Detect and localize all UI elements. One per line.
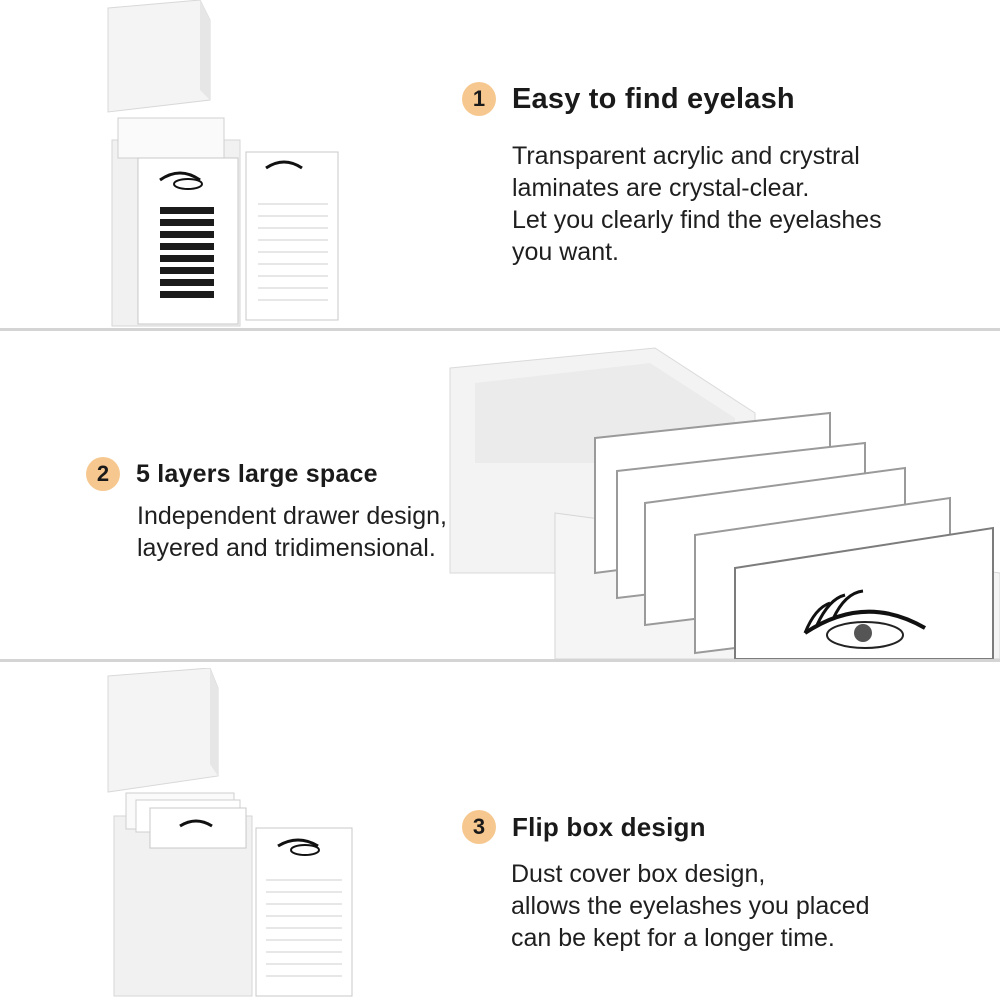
feature-1-description: Transparent acrylic and crystral laminat… bbox=[512, 142, 882, 266]
feature-2-title: 5 layers large space bbox=[136, 459, 378, 488]
section-divider bbox=[0, 659, 1000, 662]
feature-3-heading: 3 Flip box design bbox=[462, 810, 706, 844]
flip-box-illustration bbox=[107, 668, 353, 997]
feature-section-2: 2 5 layers large space Independent drawe… bbox=[0, 331, 1000, 659]
feature-2-description: Independent drawer design, layered and t… bbox=[137, 502, 447, 562]
feature-2-heading: 2 5 layers large space bbox=[86, 457, 378, 491]
drawer-tiles-closeup-illustration bbox=[449, 347, 1000, 659]
feature-2-number-badge: 2 bbox=[86, 457, 120, 491]
feature-1-number-badge: 1 bbox=[462, 82, 496, 116]
feature-3-description: Dust cover box design, allows the eyelas… bbox=[511, 860, 870, 952]
feature-1-title: Easy to find eyelash bbox=[512, 82, 795, 115]
section-divider bbox=[0, 328, 1000, 331]
lash-box-open-illustration bbox=[107, 0, 339, 327]
feature-section-3: 3 Flip box design Dust cover box design,… bbox=[0, 662, 1000, 1000]
feature-3-title: Flip box design bbox=[512, 811, 706, 842]
feature-3-number-badge: 3 bbox=[462, 810, 496, 844]
feature-1-heading: 1 Easy to find eyelash bbox=[462, 82, 795, 116]
feature-section-1: 1 Easy to find eyelash Transparent acryl… bbox=[0, 0, 1000, 328]
